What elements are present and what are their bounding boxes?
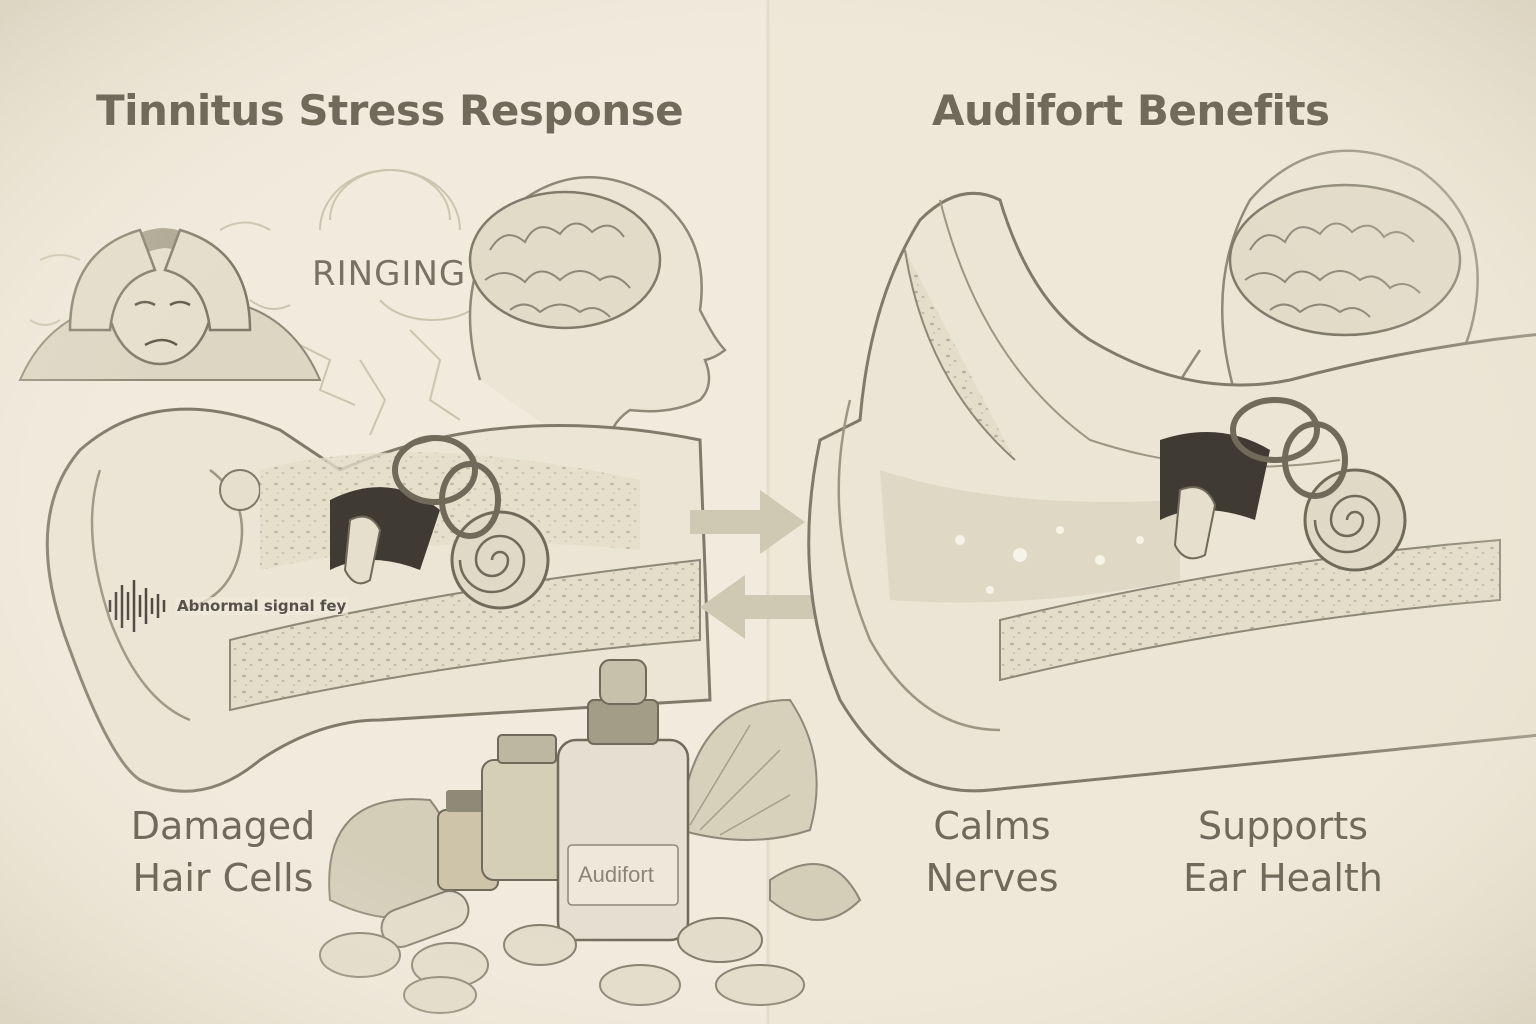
abnormal-signal-label: Abnormal signal fey xyxy=(175,597,349,615)
calms-line-1: Calms xyxy=(933,804,1051,848)
right-panel-title: Audifort Benefits xyxy=(932,86,1330,135)
calms-nerves-label: Calms Nerves xyxy=(902,800,1082,904)
supports-line-2: Ear Health xyxy=(1183,856,1383,900)
damaged-hair-cells-label: Damaged Hair Cells xyxy=(108,800,338,904)
bottle-brand-label: Audifort xyxy=(578,862,654,887)
supports-ear-health-label: Supports Ear Health xyxy=(1158,800,1408,904)
supports-line-1: Supports xyxy=(1197,804,1369,848)
ringing-label: RINGING xyxy=(312,254,467,294)
damaged-line-2: Hair Cells xyxy=(132,856,314,900)
left-panel-title: Tinnitus Stress Response xyxy=(96,86,684,135)
damaged-line-1: Damaged xyxy=(130,804,316,848)
calms-line-2: Nerves xyxy=(925,856,1059,900)
